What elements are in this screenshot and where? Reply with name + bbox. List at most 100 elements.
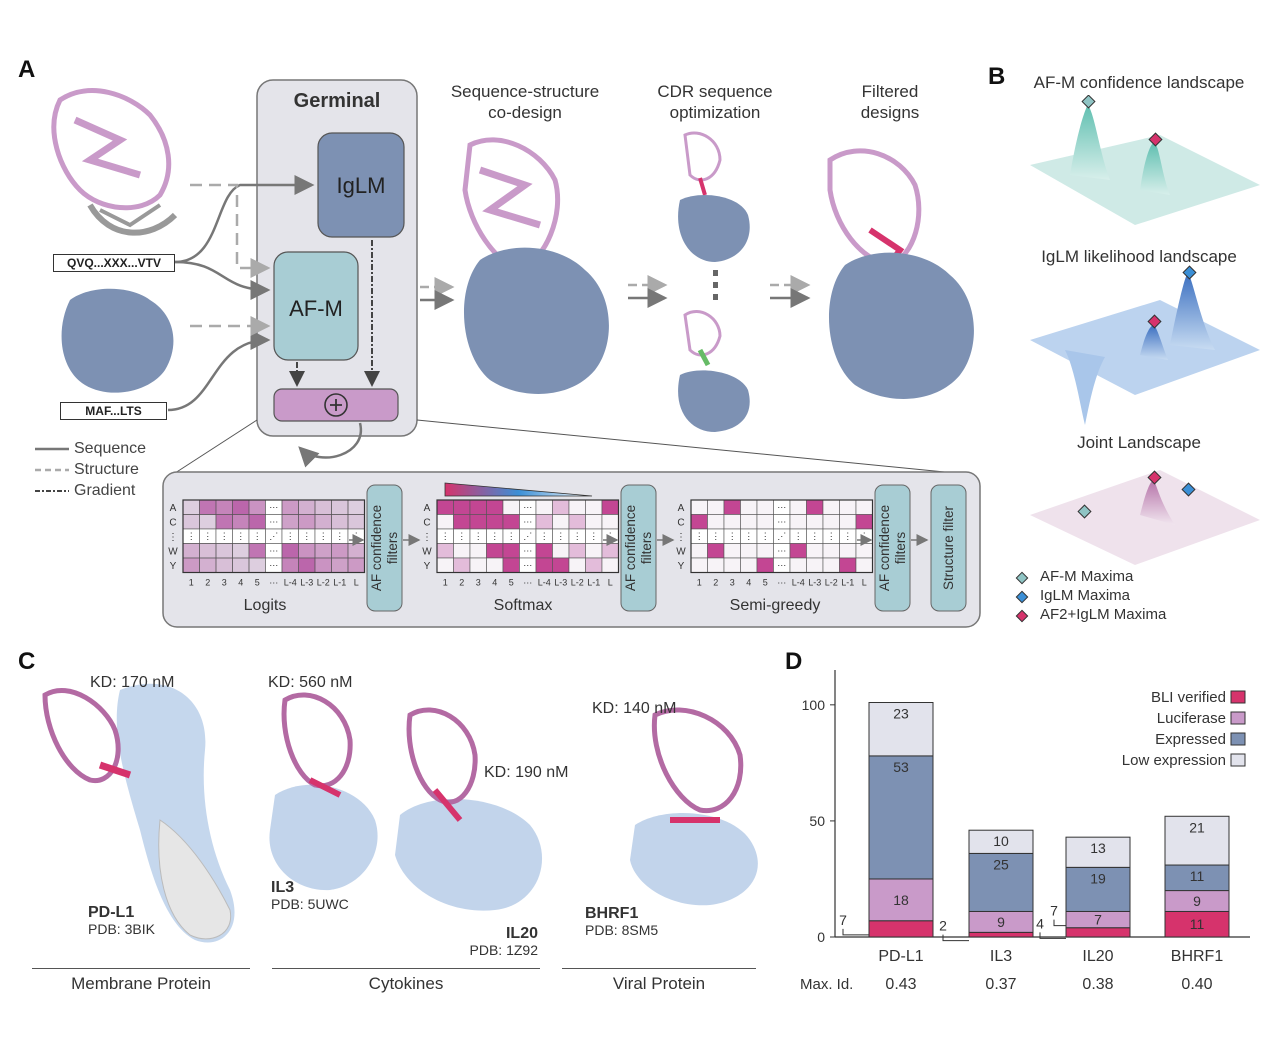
kd-il20: KD: 190 nM (484, 764, 569, 781)
grid-col-label: 1 (189, 578, 194, 588)
target-input-structure (61, 288, 174, 393)
grid-cell (182, 514, 200, 530)
bar-value-label: 11 (1190, 868, 1205, 884)
grid-ellipsis: ⋮ (744, 531, 753, 541)
grid-col-label: L-4 (284, 578, 297, 588)
grid-cell (199, 499, 217, 515)
antibody-input-structure (51, 88, 178, 236)
grid-cell (756, 557, 774, 573)
afm-label: AF-M (289, 296, 343, 321)
grid-cell (199, 543, 217, 559)
grid-cell (215, 514, 233, 530)
bhrf1-antibody (651, 707, 744, 814)
grid-cell (281, 514, 299, 530)
grid-col-label: ⋯ (523, 578, 532, 588)
landscape-markers (1077, 95, 1197, 519)
bar-segment (1164, 864, 1230, 892)
grid-cell (690, 557, 708, 573)
legend-label: Low expression (1122, 752, 1226, 769)
grid-cell (585, 499, 603, 515)
grid-cell (707, 543, 725, 559)
category-membrane: Membrane Protein (71, 974, 211, 993)
grid-ellipsis: ⋯ (523, 560, 532, 570)
grid-cell (469, 543, 487, 559)
grid-ellipsis: ⋯ (523, 502, 532, 512)
kd-il3: KD: 560 nM (268, 674, 353, 691)
filtered-design-complex (827, 148, 974, 399)
joint-maxima-marker-3 (1147, 470, 1162, 485)
grid-ellipsis: ⋯ (523, 517, 532, 527)
grid-ellipsis: ⋮ (827, 531, 836, 541)
grid-cell (486, 557, 504, 573)
grid-cell (436, 557, 454, 573)
il20-name: IL20 (505, 925, 538, 942)
plus-circle (324, 393, 348, 417)
pdl1-name: PD-L1 (88, 904, 135, 921)
grid-cell (690, 543, 708, 559)
grid-ellipsis: ⋮ (556, 531, 565, 541)
grid-ellipsis: ⋮ (457, 531, 466, 541)
grid-ellipsis: ⋰ (777, 531, 786, 541)
grid-col-label: 3 (730, 578, 735, 588)
grid-cell (199, 557, 217, 573)
grid-col-label: L-3 (300, 578, 313, 588)
grid-row-label: A (170, 503, 177, 514)
germinal-title: Germinal (293, 90, 381, 112)
grid-cell (248, 499, 266, 515)
grid-cell (789, 557, 807, 573)
grid-col-label: 5 (763, 578, 768, 588)
grid-cell (855, 514, 873, 530)
grid-ellipsis: ⋮ (711, 531, 720, 541)
grid-col-label: L (354, 578, 359, 588)
grid-cell (568, 543, 586, 559)
grid-cell (182, 557, 200, 573)
grid-ellipsis: ⋯ (777, 560, 786, 570)
grid-ellipsis: ⋮ (810, 531, 819, 541)
bar-segment (868, 878, 934, 922)
grid-cell (314, 543, 332, 559)
grid-cell (552, 543, 570, 559)
grid-ellipsis: ⋮ (302, 531, 311, 541)
legend-label: Expressed (1155, 731, 1226, 748)
grid-row-label: ⋮ (422, 532, 432, 543)
grid-cell (806, 543, 824, 559)
grid-ellipsis: ⋮ (573, 531, 582, 541)
divider-cytokines (272, 968, 540, 969)
grid-cell (182, 499, 200, 515)
logits-label: Logits (243, 597, 287, 614)
afm-box (273, 251, 359, 361)
landscape-title-joint: Joint Landscape (1077, 433, 1201, 452)
grid-col-label: ⋯ (777, 578, 786, 588)
pdl1-pdb: PDB: 3BIK (88, 921, 155, 937)
grid-cell (331, 543, 349, 559)
legend-swatch (1230, 711, 1246, 725)
grid-cell (535, 543, 553, 559)
legend-swatch (1230, 690, 1246, 704)
grid-cell (486, 514, 504, 530)
iglm-maxima-marker-2 (1181, 482, 1196, 497)
bhrf1-pdb: PDB: 8SM5 (585, 922, 659, 938)
grid-ellipsis: ⋯ (777, 546, 786, 556)
grid-cell (806, 499, 824, 515)
legend-label: Luciferase (1157, 710, 1226, 727)
grid-cell (469, 514, 487, 530)
grid-cell (502, 499, 520, 515)
grid-col-label: L (608, 578, 613, 588)
af-filter-box-3 (874, 484, 911, 612)
temperature-wedge (444, 482, 593, 497)
grid-col-label: 2 (713, 578, 718, 588)
grid-cell (535, 499, 553, 515)
max-id-value: 0.40 (1181, 976, 1212, 993)
grid-cell (822, 514, 840, 530)
side-label-leader (1053, 919, 1066, 927)
bar-value-label: 53 (893, 759, 909, 775)
grid-ellipsis: ⋯ (777, 517, 786, 527)
grid-cell (839, 543, 857, 559)
x-tick-label: IL3 (990, 948, 1012, 965)
grid-ellipsis: ⋮ (589, 531, 598, 541)
bar-side-label: 7 (839, 912, 847, 928)
grid-cell (331, 557, 349, 573)
grid-cell (740, 543, 758, 559)
grid-cell (436, 499, 454, 515)
